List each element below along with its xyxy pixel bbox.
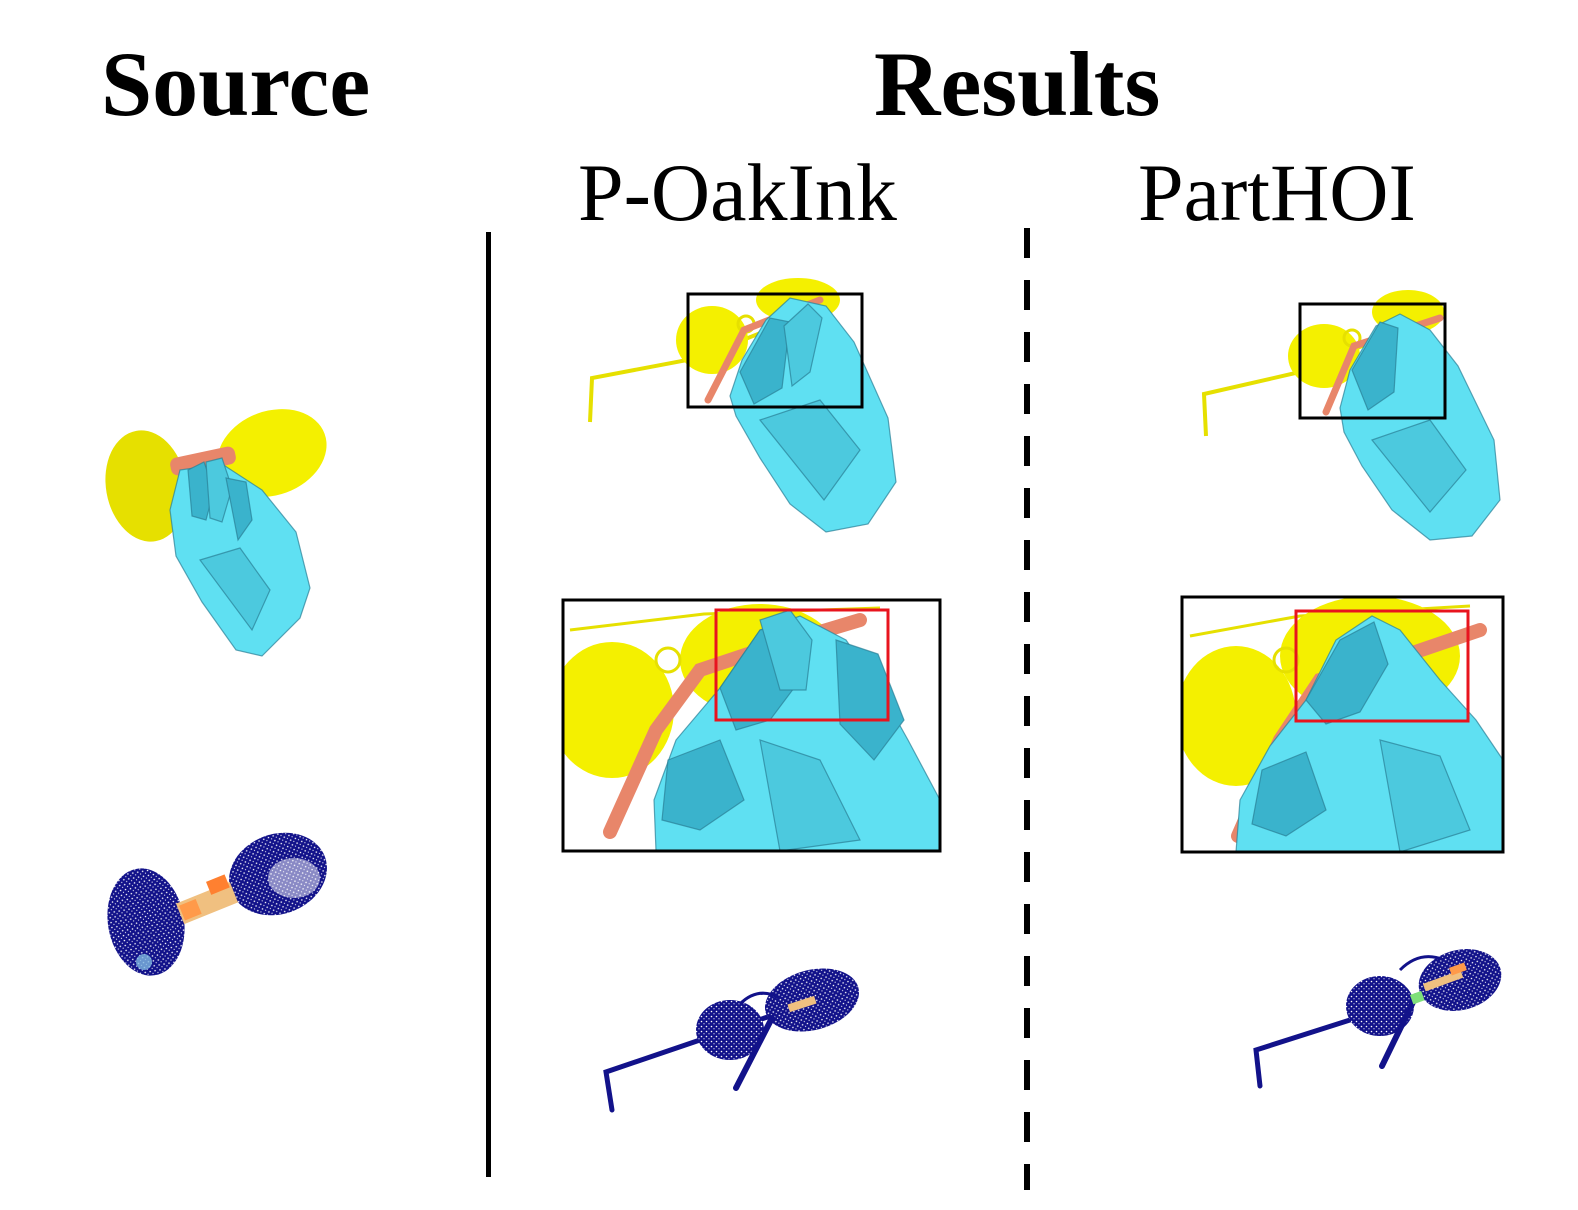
p-oakink-zoom-view [561,598,942,853]
results-title: Results [874,33,1161,135]
source-object-handle [170,446,236,476]
methods-dashed-divider [1024,228,1030,1190]
source-title: Source [101,33,371,135]
p-oakink-highlight-box [714,608,890,722]
source-point-cloud [107,832,327,976]
parthoi-zoom-view [1180,595,1505,854]
p-oakink-point-cloud [603,968,860,1113]
parthoi-point-cloud [1253,949,1502,1089]
p-oakink-result-mesh [588,278,897,533]
parthoi-zoom-frame [1180,595,1505,854]
parthoi-title: PartHOI [1138,147,1416,238]
parthoi-zoom-box [1298,302,1447,420]
source-object-part-left [105,430,187,542]
source-hand-object [105,409,327,657]
source-object-part-right [217,409,327,497]
source-results-divider [486,232,491,1177]
p-oakink-zoom-box [686,292,864,409]
p-oakink-zoom-frame [561,598,942,853]
parthoi-highlight-box [1294,609,1470,723]
parthoi-result-mesh [1201,290,1501,541]
p-oakink-title: P-OakInk [578,147,897,238]
